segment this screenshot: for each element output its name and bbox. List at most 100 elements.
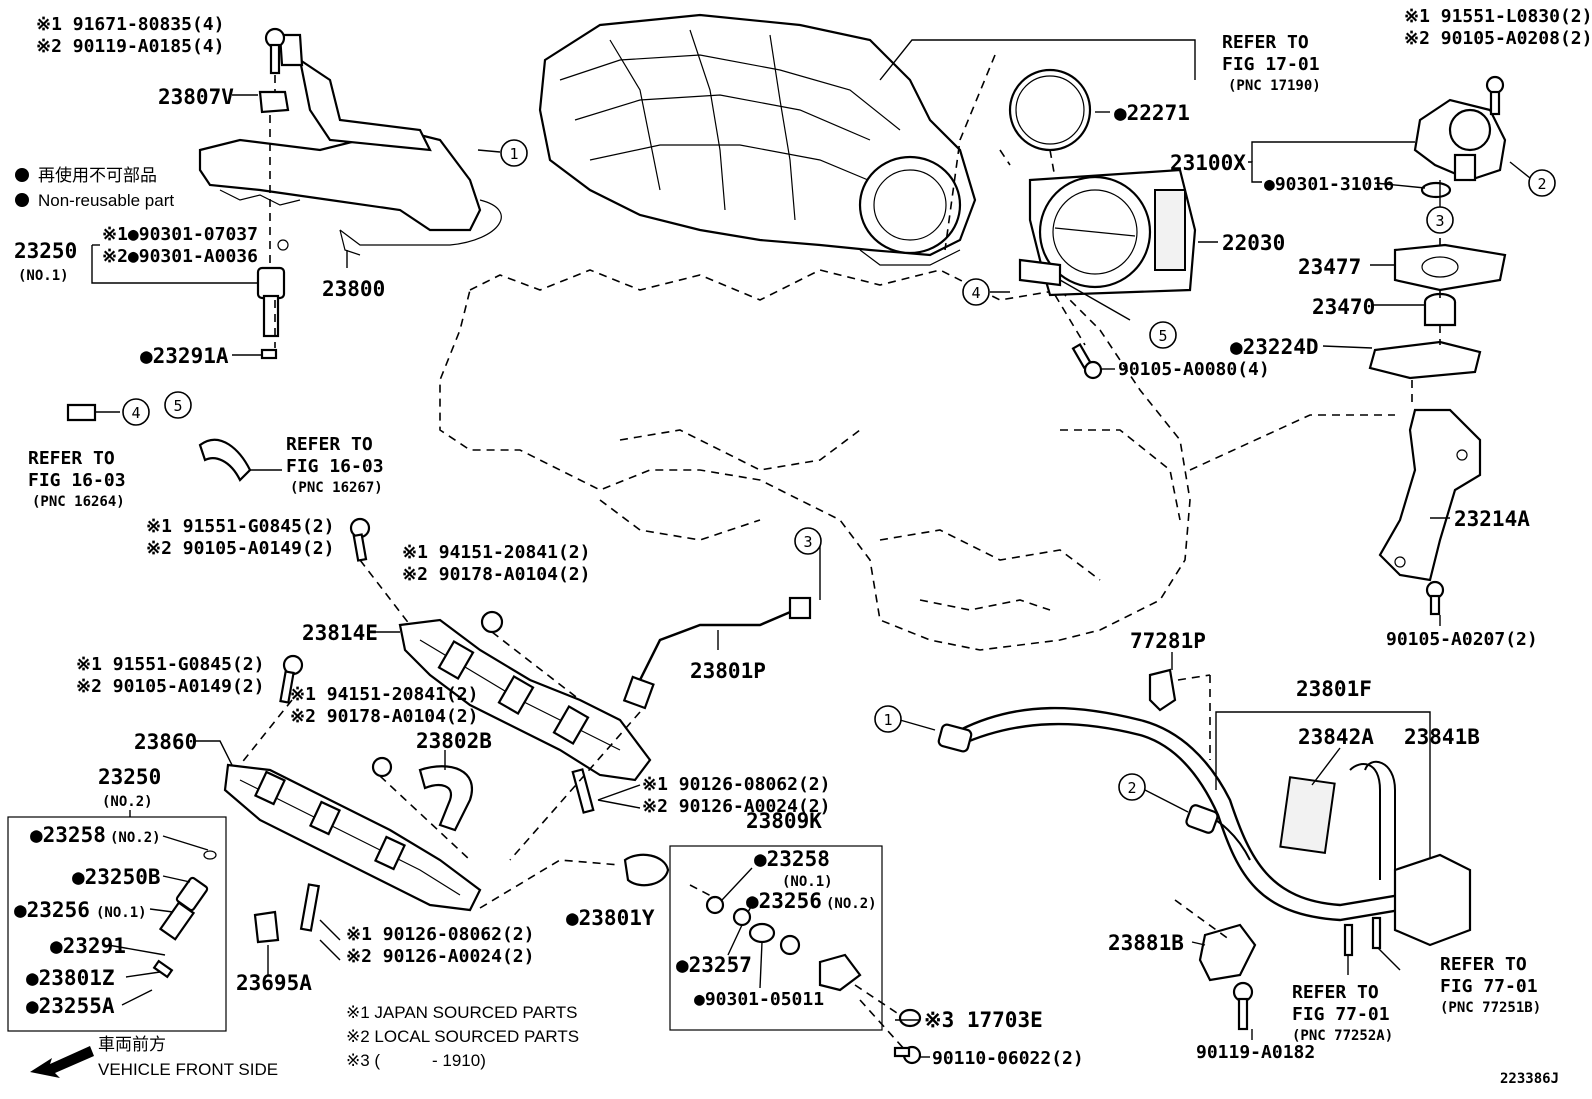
refer-fig-77-01-a: REFER TO FIG 77-01 (PNC 77252A) [1292, 982, 1393, 1044]
label-23801p: 23801P [690, 659, 766, 683]
label-90126-08062-a: ※1 90126-08062(2) [642, 774, 830, 795]
label-22030: 22030 [1222, 231, 1285, 255]
hose-16267 [198, 438, 252, 482]
bolt-17703e [898, 1008, 922, 1028]
label-91551-g0845-b: ※1 91551-G0845(2) [76, 654, 264, 675]
note-3-prefix: ※3 ( [346, 1051, 380, 1070]
label-90178-b: ※2 90178-A0104(2) [290, 706, 478, 727]
bolt-90110-06022 [893, 1045, 922, 1065]
front-arrow-icon [30, 1046, 94, 1078]
injector-set-box [7, 816, 227, 1032]
label-90105-a0207: 90105-A0207(2) [1386, 629, 1538, 650]
note-3-suffix: - 1910) [432, 1051, 486, 1070]
leader-lines [91, 39, 1531, 1058]
refer-fig-16-03-b: REFER TO FIG 16-03 (PNC 16267) [286, 434, 384, 496]
notes: ※1 JAPAN SOURCED PARTS ※2 LOCAL SOURCED … [346, 1003, 579, 1070]
label-77281p: 77281P [1130, 629, 1206, 653]
label-22271: ●22271 [1114, 101, 1190, 125]
label-23881b: 23881B [1108, 931, 1184, 955]
label-90105-a0080: 90105-A0080(4) [1118, 359, 1270, 380]
assembly-lines [239, 54, 1441, 1051]
label-23695a: 23695A [236, 971, 312, 995]
fuel-hose-23801f [937, 706, 1401, 922]
callout-2-top: 2 [1528, 169, 1556, 197]
throttle-body [1018, 168, 1197, 297]
legend-non-reusable-en: Non-reusable part [38, 191, 174, 210]
refer-fig-17-01: REFER TO FIG 17-01 (PNC 17190) [1222, 32, 1321, 94]
label-23250b: ●23250B [72, 865, 161, 889]
label-90119-a0185: ※2 90119-A0185(4) [36, 36, 224, 57]
pressure-sensor-box [669, 845, 883, 1031]
label-90126-a0024-b: ※2 90126-A0024(2) [346, 946, 534, 967]
callout-label: 2 [1127, 779, 1136, 797]
part-labels: ※1 91671-80835(4) ※2 90119-A0185(4) 2380… [14, 6, 1592, 1069]
label-23291: ●23291 [50, 934, 126, 958]
callout-3-top: 3 [1426, 206, 1454, 234]
label-90301-a0036: ※2●90301-A0036 [102, 246, 258, 267]
label-23814e: 23814E [302, 621, 378, 645]
washer-94151-a [480, 610, 504, 634]
refer-fig-16-03-a: REFER TO FIG 16-03 (PNC 16264) [28, 448, 126, 510]
stud-90126-b [299, 883, 321, 932]
label-94151-b: ※1 94151-20841(2) [290, 684, 478, 705]
callout-label: 4 [971, 284, 980, 302]
label-23841b: 23841B [1404, 725, 1480, 749]
label-90105-a0149-b: ※2 90105-A0149(2) [76, 676, 264, 697]
bolt-90105-a0080 [1071, 342, 1103, 380]
refer-line-3: (PNC 17190) [1228, 78, 1321, 94]
callout-label: 5 [1158, 327, 1167, 345]
refer-line-2: FIG 16-03 [286, 456, 384, 477]
gasket-23477 [1393, 243, 1507, 292]
label-23801f: 23801F [1296, 677, 1372, 701]
label-23258-no1-sub: (NO.1) [782, 874, 833, 890]
label-23256-no2-sub: (NO.2) [826, 896, 877, 912]
refer-line-1: REFER TO [1440, 954, 1527, 975]
bolt-91551-g0845-a [349, 517, 371, 562]
label-23291a: ●23291A [140, 344, 229, 368]
intake-manifold [538, 13, 977, 266]
label-23214a: 23214A [1454, 507, 1530, 531]
bolt-90119-a0182 [1232, 981, 1254, 1031]
washer-94151-b [371, 756, 393, 778]
label-23258-no2: ●23258 [30, 823, 106, 847]
gasket-23801y [623, 853, 670, 887]
bracket-23881b [1198, 923, 1257, 982]
refer-line-3: (PNC 16267) [290, 480, 383, 496]
label-90119-a0182: 90119-A0182 [1196, 1042, 1315, 1063]
callout-label: 3 [803, 533, 812, 551]
refer-line-3: (PNC 16264) [32, 494, 125, 510]
label-23801y: ●23801Y [566, 906, 655, 930]
label-23255a: ●23255A [26, 994, 115, 1018]
legend-non-reusable-ja: 再使用不可部品 [38, 165, 157, 185]
legend: 再使用不可部品 Non-reusable part [15, 165, 174, 210]
sensor-77281p [1148, 668, 1177, 712]
callout-1-top: 1 [500, 139, 528, 167]
label-23256-no1: ●23256 [14, 898, 90, 922]
label-23256-no2: ●23256 [746, 889, 822, 913]
label-23250-no1-sub: (NO.1) [18, 268, 69, 284]
callout-3-bottom: 3 [794, 527, 822, 555]
connector-23841b [1393, 853, 1472, 947]
lifter-23470 [1423, 292, 1457, 327]
callout-label: 4 [131, 404, 140, 422]
pressure-sensor-parts [705, 895, 862, 992]
refer-line-1: REFER TO [1222, 32, 1309, 53]
label-90301-05011: ●90301-05011 [694, 989, 824, 1010]
label-23477: 23477 [1298, 255, 1361, 279]
label-23842a: 23842A [1298, 725, 1374, 749]
gasket-ring-22271 [1008, 68, 1092, 152]
label-91551-g0845-a: ※1 91551-G0845(2) [146, 516, 334, 537]
fuel-rail-23860 [223, 763, 482, 912]
injector-no1 [256, 239, 289, 360]
clip-23842a [1279, 776, 1336, 854]
refer-line-1: REFER TO [28, 448, 115, 469]
label-90301-07037: ※1●90301-07037 [102, 224, 258, 245]
label-23802b: 23802B [416, 729, 492, 753]
o-ring-23807v [258, 90, 290, 114]
label-90110-06022: 90110-06022(2) [932, 1048, 1084, 1069]
stud-90126-a [571, 768, 595, 814]
hose-16264 [66, 403, 97, 422]
label-90105-a0208: ※2 90105-A0208(2) [1404, 28, 1592, 49]
label-23860: 23860 [134, 730, 197, 754]
